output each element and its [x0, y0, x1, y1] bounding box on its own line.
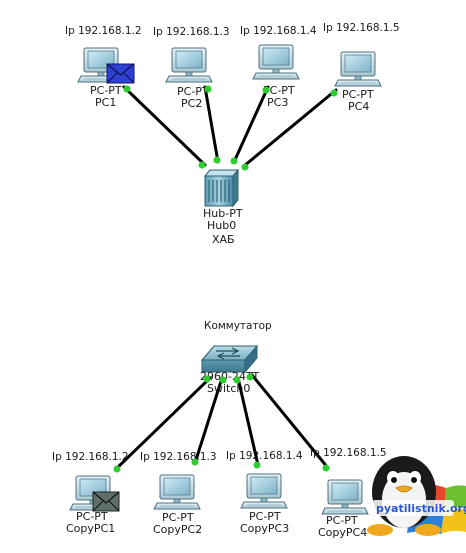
pc-node[interactable]: Ip 192.168.1.3 PC-PT CopyPC2: [140, 451, 217, 536]
pc-node[interactable]: Ip 192.168.1.2 PC-PT PC1: [65, 25, 142, 109]
link-pc1-hub: [122, 85, 207, 167]
bottom-links: [115, 373, 330, 470]
ip-label: Ip 192.168.1.3: [140, 451, 217, 463]
device-name: PC2: [181, 97, 202, 110]
hub-icon: [203, 168, 240, 208]
device-name: CopyPC1: [66, 522, 115, 535]
pc-icon: [334, 51, 382, 87]
device-type: Hub-PT: [203, 207, 243, 220]
ip-label: Ip 192.168.1.4: [240, 25, 317, 37]
link-pc4-hub: [242, 88, 338, 168]
pc-icon: [240, 473, 288, 509]
link-switch-copypc4: [250, 373, 330, 470]
port-indicators: [123, 85, 338, 171]
device-type: PC-PT: [326, 514, 358, 527]
ip-label: Ip 192.168.1.2: [65, 25, 142, 37]
link-switch-copypc3: [236, 376, 260, 467]
top-links: [122, 85, 338, 168]
device-type: PC-PT: [342, 88, 374, 101]
device-type: PC-PT: [162, 511, 194, 524]
device-name: Hub0: [207, 219, 236, 232]
device-name: PC4: [348, 100, 369, 113]
watermark-text: pyatilistnik.org: [376, 502, 466, 515]
pc-icon: [165, 47, 213, 83]
switch-icon: [200, 344, 259, 374]
watermark-logo: pyatilistnik.org: [367, 456, 466, 536]
device-name: PC1: [95, 96, 116, 109]
device-type: PC-PT: [90, 84, 122, 97]
pc-node[interactable]: Ip 192.168.1.2 PC-PT CopyPC1: [52, 451, 129, 535]
ip-label: Ip 192.168.1.5: [323, 22, 400, 34]
hub-caption: ХАБ: [212, 233, 235, 246]
pc-node[interactable]: Ip 192.168.1.5 PC-PT PC4: [323, 22, 400, 113]
port-indicators: [113, 373, 330, 473]
hub-node[interactable]: Hub-PT Hub0 ХАБ: [203, 168, 243, 246]
envelope-icon: [106, 63, 135, 84]
device-name: Switch0: [207, 382, 250, 395]
device-name: CopyPC4: [318, 526, 367, 539]
pc-icon: [252, 44, 300, 80]
pc-icon: [153, 474, 201, 510]
link-switch-copypc2: [194, 376, 224, 462]
ip-label: Ip 192.168.1.3: [153, 26, 230, 38]
ip-label: Ip 192.168.1.4: [226, 450, 303, 462]
device-type: 2960-24TT: [200, 370, 259, 383]
ip-label: Ip 192.168.1.2: [52, 451, 129, 463]
device-name: CopyPC3: [240, 522, 289, 535]
pc-node[interactable]: Ip 192.168.1.3 PC-PT PC2: [153, 26, 230, 110]
device-name: CopyPC2: [153, 523, 202, 536]
pc-icon: [321, 479, 369, 515]
link-pc3-hub: [232, 85, 270, 164]
device-name: PC3: [267, 96, 288, 109]
device-type: PC-PT: [249, 510, 281, 523]
device-type: PC-PT: [76, 510, 108, 523]
pc-node[interactable]: Ip 192.168.1.4 PC-PT CopyPC3: [226, 450, 303, 535]
envelope-icon: [92, 491, 120, 512]
pc-node[interactable]: Ip 192.168.1.4 PC-PT PC3: [240, 25, 317, 109]
switch-node[interactable]: 2960-24TT Switch0: [200, 344, 259, 395]
device-type: PC-PT: [177, 85, 209, 98]
switch-caption: Коммутатор: [204, 320, 272, 332]
link-pc2-hub: [203, 85, 220, 164]
device-type: PC-PT: [263, 84, 295, 97]
ip-label: Ip 192.168.1.5: [310, 447, 387, 459]
link-switch-copypc1: [115, 376, 212, 470]
pc-node[interactable]: Ip 192.168.1.5 PC-PT CopyPC4: [310, 447, 387, 539]
